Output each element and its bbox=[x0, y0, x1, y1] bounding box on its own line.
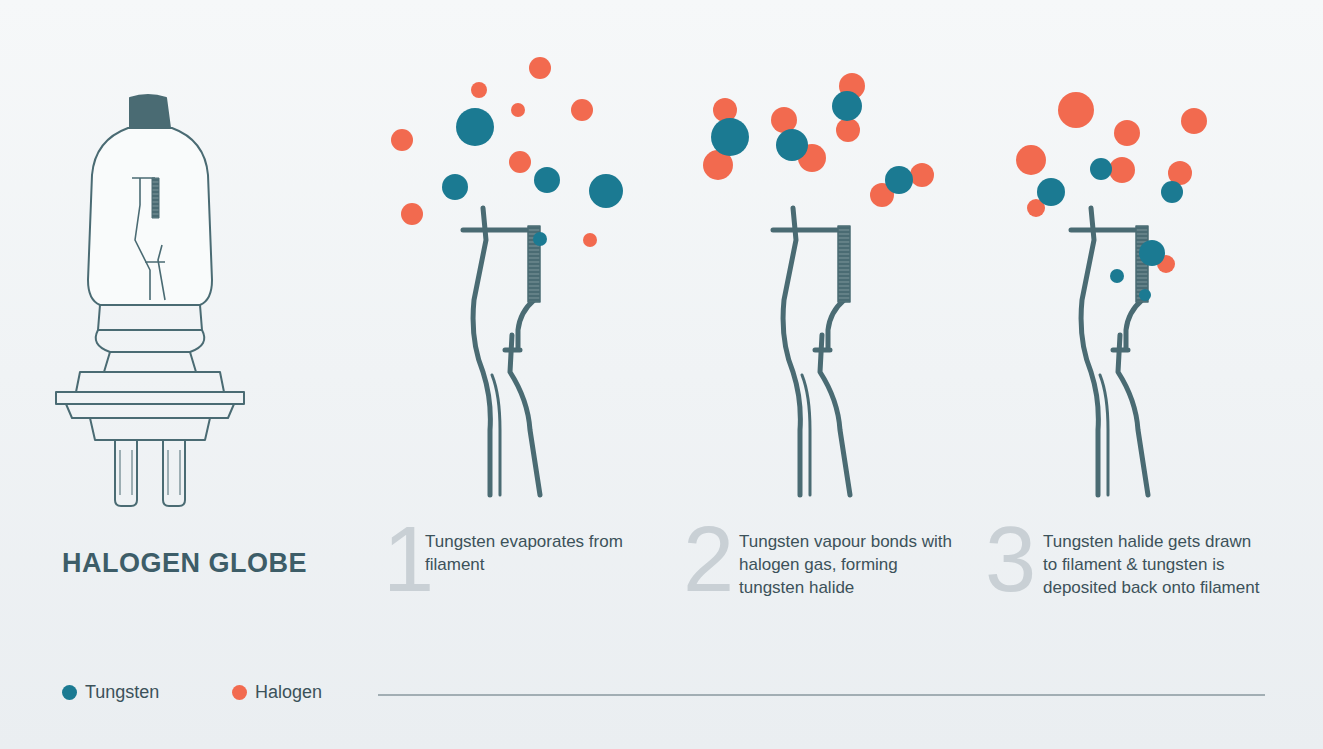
tungsten-atom bbox=[1090, 158, 1112, 180]
legend-text: Tungsten bbox=[85, 682, 159, 703]
halogen-atom bbox=[511, 103, 525, 117]
step-text: Tungsten vapour bonds with halogen gas, … bbox=[739, 530, 959, 599]
tungsten-atom bbox=[776, 129, 808, 161]
tungsten-atom bbox=[456, 108, 494, 146]
halogen-atom bbox=[1109, 157, 1135, 183]
step-number: 3 bbox=[985, 513, 1036, 605]
legend-swatch bbox=[62, 685, 77, 700]
tungsten-atom bbox=[1139, 289, 1151, 301]
halogen-atom bbox=[1114, 120, 1140, 146]
filament bbox=[773, 208, 850, 495]
halogen-atom bbox=[583, 233, 597, 247]
halogen-atom bbox=[571, 99, 593, 121]
tungsten-atom bbox=[534, 167, 560, 193]
halogen-atom bbox=[910, 163, 934, 187]
rule-line bbox=[378, 694, 1265, 695]
halogen-atom bbox=[401, 203, 423, 225]
halogen-atom bbox=[1016, 145, 1046, 175]
legend-item: Halogen bbox=[232, 682, 322, 703]
halogen-atom bbox=[391, 129, 413, 151]
tungsten-atom bbox=[1139, 240, 1165, 266]
halogen-atom bbox=[1181, 108, 1207, 134]
label-box: Tungsten evaporates from filament bbox=[425, 530, 640, 576]
halogen-atom bbox=[1058, 92, 1094, 128]
step-text: Tungsten evaporates from filament bbox=[425, 530, 640, 576]
step-number: 2 bbox=[683, 513, 734, 605]
tungsten-atom bbox=[832, 91, 862, 121]
label-box: 2 bbox=[683, 513, 734, 605]
label-box: Tungsten halide gets drawn to filament &… bbox=[1043, 530, 1263, 599]
tungsten-atom bbox=[442, 174, 468, 200]
tungsten-atom bbox=[711, 118, 749, 156]
filament bbox=[1071, 208, 1148, 495]
legend-item: Tungsten bbox=[62, 682, 159, 703]
halogen-atom bbox=[836, 118, 860, 142]
tungsten-atom bbox=[589, 174, 623, 208]
legend-swatch bbox=[232, 685, 247, 700]
tungsten-atom bbox=[1110, 269, 1124, 283]
halogen-atom bbox=[529, 57, 551, 79]
halogen-atom bbox=[471, 82, 487, 98]
label-box: Tungsten vapour bonds with halogen gas, … bbox=[739, 530, 959, 599]
legend-text: Halogen bbox=[255, 682, 322, 703]
filament bbox=[463, 208, 540, 495]
step-text: Tungsten halide gets drawn to filament &… bbox=[1043, 530, 1263, 599]
tungsten-atom bbox=[1161, 181, 1183, 203]
title-box: HALOGEN GLOBE bbox=[62, 548, 307, 579]
label-box: 3 bbox=[985, 513, 1036, 605]
halogen-atom bbox=[509, 151, 531, 173]
tungsten-atom bbox=[1037, 178, 1065, 206]
tungsten-atom bbox=[885, 166, 913, 194]
tungsten-atom bbox=[533, 232, 547, 246]
title: HALOGEN GLOBE bbox=[62, 548, 307, 579]
halogen-bulb bbox=[56, 95, 244, 506]
